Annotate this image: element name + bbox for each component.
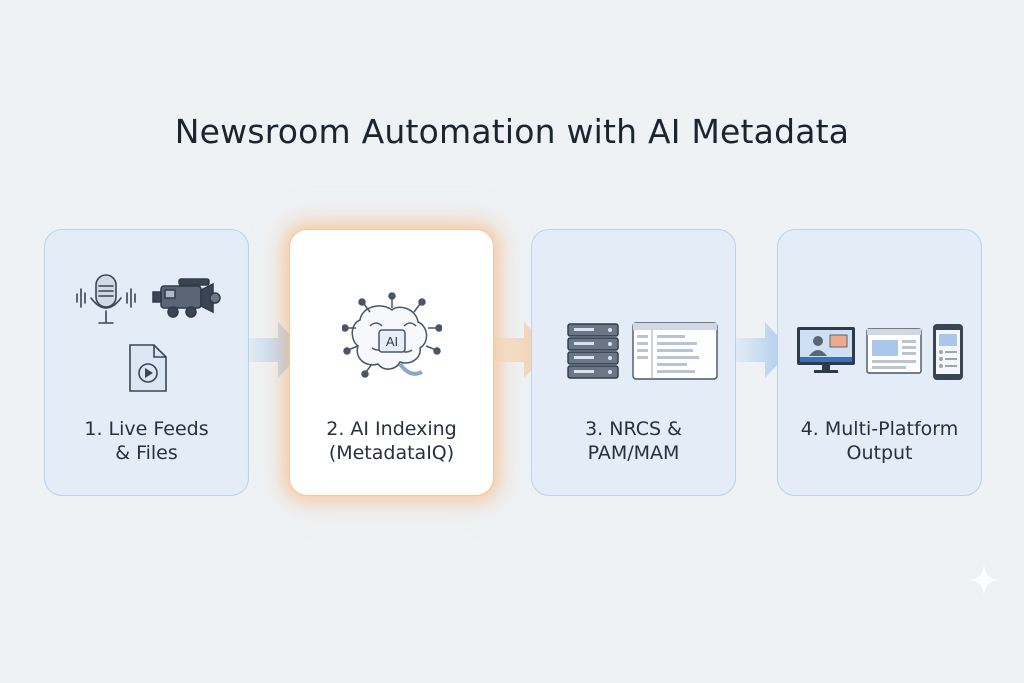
ai-badge-text: AI [386, 334, 398, 349]
step-label: 2. AI Indexing (MetadataIQ) [326, 418, 457, 464]
tv-monitor-icon [797, 327, 855, 373]
sparkle-icon [968, 564, 1000, 596]
step-label: 1. Live Feeds & Files [84, 418, 209, 464]
smartphone-icon [933, 324, 963, 380]
step-card-multi-platform: 4. Multi-Platform Output [777, 229, 982, 496]
step-card-nrcs: 3. NRCS & PAM/MAM [531, 229, 736, 496]
dashboard-window-icon [632, 322, 718, 380]
server-stack-icon [567, 323, 619, 379]
web-page-icon [866, 328, 922, 374]
ai-brain-icon: AI [342, 292, 442, 378]
step-card-ai-indexing: AI 2. AI Indexing (MetadataIQ) [289, 229, 494, 496]
step-card-live-feeds: 1. Live Feeds & Files [44, 229, 249, 496]
microphone-icon [76, 274, 136, 324]
video-camera-icon [152, 278, 221, 318]
diagram-title: Newsroom Automation with AI Metadata [174, 112, 850, 151]
video-file-icon [129, 344, 167, 392]
step-label: 3. NRCS & PAM/MAM [585, 418, 682, 464]
step-label: 4. Multi-Platform Output [800, 418, 959, 464]
